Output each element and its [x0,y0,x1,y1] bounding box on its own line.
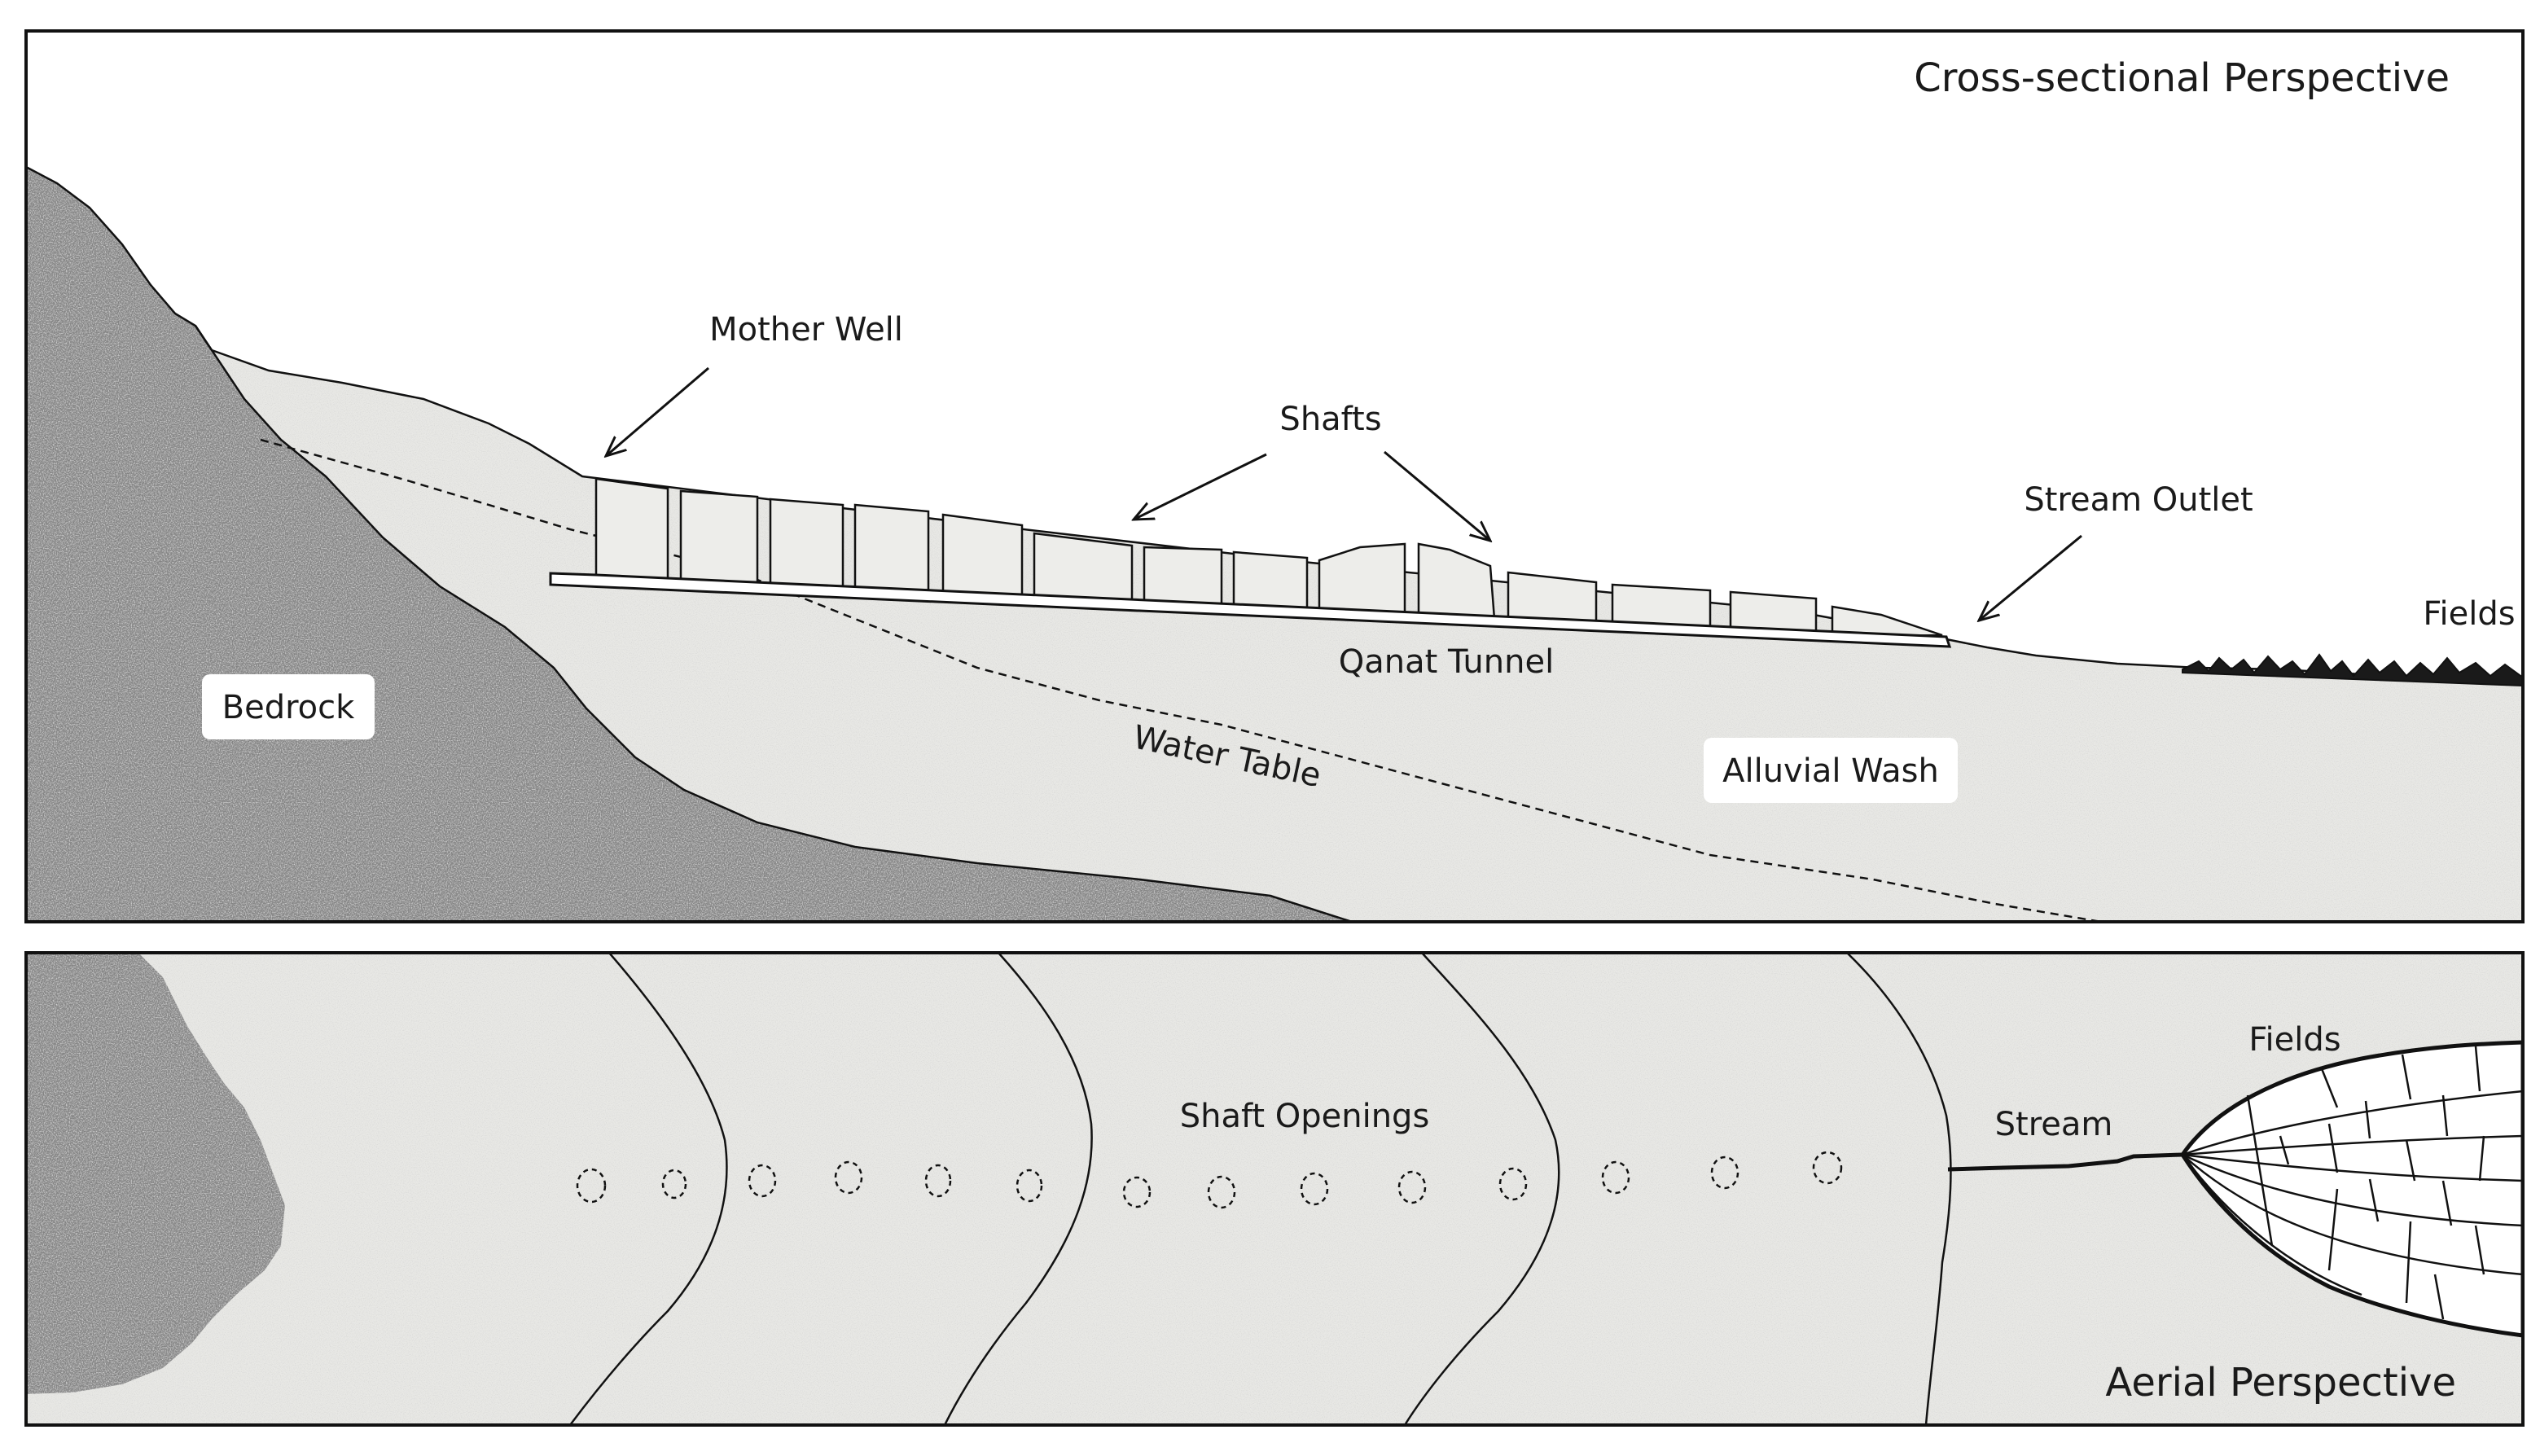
fields-label-cross: Fields [2423,595,2515,633]
shaft [1318,542,1406,616]
shaft-opening [1498,1167,1528,1201]
shaft-opening [576,1168,607,1204]
shafts-arrow-left [1134,453,1267,520]
shaft-opening [661,1169,687,1199]
shaft-opening [924,1164,952,1198]
aerial-title: Aerial Perspective [2105,1360,2456,1406]
shaft [679,489,759,586]
fields-label-aerial: Fields [2248,1021,2340,1059]
shaft [594,477,669,584]
mother-well-arrow [606,366,709,456]
cross-section-frame [24,29,2525,923]
qanat-tunnel-label: Qanat Tunnel [1339,643,1554,681]
shaft [1232,550,1309,611]
fields-vegetation [2182,653,2523,687]
stream-label: Stream [1995,1106,2113,1143]
stream-line [1947,1152,2183,1172]
shafts-arrow-right [1384,450,1490,541]
shaft-opening [1397,1170,1427,1204]
shaft-opening [834,1160,863,1195]
aerial-frame [24,951,2525,1427]
bedrock-boundary-line [194,325,1353,922]
stream-outlet-label: Stream Outlet [2024,481,2253,519]
shaft [1033,532,1134,601]
shafts-label: Shafts [1279,401,1381,438]
bedrock-label-box [202,674,375,739]
cross-section-panel [26,165,2523,922]
cross-section-title: Cross-sectional Perspective [1914,55,2450,101]
aerial-panel [26,953,2523,1425]
aerial-bedrock-area [26,953,285,1394]
shaft-opening [1812,1151,1843,1185]
shaft [1417,542,1496,621]
shaft-opening [1710,1156,1739,1190]
contour-line [569,953,728,1425]
shaft-opening [1601,1160,1630,1195]
aerial-fields [2179,1040,2523,1338]
shaft-openings [576,1151,1843,1209]
shaft-opening [1300,1172,1329,1206]
shaft-opening [748,1164,777,1198]
contour-line [943,953,1093,1425]
contour-line [1846,953,1952,1425]
shaft-opening [1207,1175,1236,1209]
alluvial-wash-label: Alluvial Wash [1722,752,1939,790]
aerial-alluvium-area [26,953,2523,1425]
shafts-group [594,477,1943,638]
shaft [941,513,1024,596]
shaft [1507,571,1598,625]
shaft-openings-label: Shaft Openings [1180,1098,1430,1135]
shaft [769,498,844,590]
mother-well-label: Mother Well [709,311,903,349]
shaft-opening [1122,1176,1152,1208]
ground-surface-line [26,165,2523,686]
shaft [853,503,930,593]
qanat-tunnel [549,572,1952,648]
contour-line [1403,953,1560,1425]
stream-outlet-arrow [1979,534,2082,621]
shaft-opening [1016,1169,1043,1203]
alluvial-wash-label-box [1704,738,1958,803]
shaft [1143,546,1223,606]
bedrock-label: Bedrock [222,689,355,726]
shaft [1831,605,1943,638]
